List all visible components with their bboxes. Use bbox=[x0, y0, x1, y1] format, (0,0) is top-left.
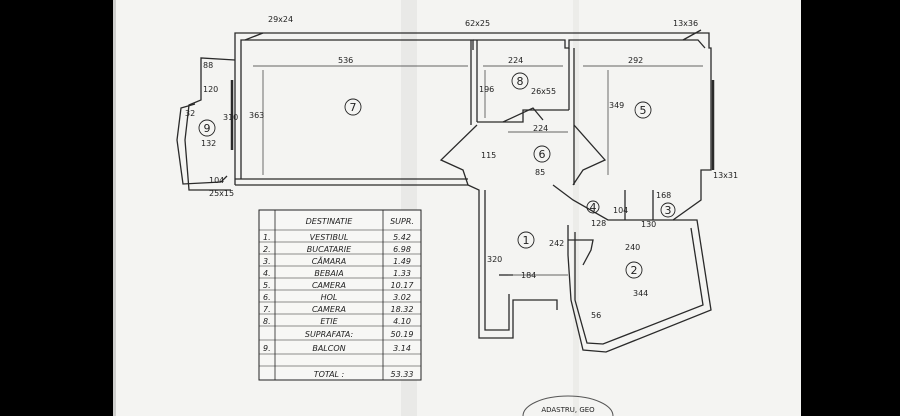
legend-row-name: HOL bbox=[321, 293, 338, 302]
legend-table: DESTINATIE SUPR. 1. VESTIBUL 5.42 2. BUC… bbox=[258, 209, 422, 381]
dim-13x31: 13x31 bbox=[713, 171, 738, 180]
legend-row-no: 2. bbox=[263, 245, 271, 254]
dim-310: 310 bbox=[223, 113, 238, 122]
room-9-marker bbox=[198, 119, 216, 137]
room-2-marker bbox=[625, 261, 643, 279]
legend-row-area: 6.98 bbox=[393, 245, 411, 254]
dim-196: 196 bbox=[479, 85, 494, 94]
legend-total-label: TOTAL : bbox=[314, 370, 345, 379]
dim-363: 363 bbox=[249, 111, 264, 120]
legend-row-no: 4. bbox=[263, 269, 271, 278]
dim-26x55: 26x55 bbox=[531, 87, 556, 96]
dim-88: 88 bbox=[203, 61, 213, 70]
dimension-lines bbox=[253, 65, 703, 276]
room-1-label: 1 bbox=[523, 234, 530, 247]
legend-row-name: ETIE bbox=[320, 317, 338, 326]
room-1-marker bbox=[517, 231, 535, 249]
legend-header-name: DESTINATIE bbox=[306, 217, 354, 226]
legend-row-no: 8. bbox=[263, 317, 271, 326]
dim-536: 536 bbox=[338, 56, 353, 65]
room-number-markers: 7 8 5 6 9 1 2 3 4 bbox=[198, 72, 676, 279]
room-9-label: 9 bbox=[204, 122, 211, 135]
dim-104: 104 bbox=[209, 176, 224, 185]
stamp-text: ADASTRU, GEO bbox=[541, 406, 595, 414]
dim-13x36: 13x36 bbox=[673, 19, 698, 28]
legend-row-area: 10.17 bbox=[391, 281, 415, 290]
legend-row-no: 7. bbox=[263, 305, 271, 314]
legend-row-area: 1.33 bbox=[393, 269, 411, 278]
room-4-marker bbox=[586, 200, 600, 214]
dim-62x25: 62x25 bbox=[465, 19, 490, 28]
dim-120: 120 bbox=[203, 85, 218, 94]
legend-frame bbox=[258, 209, 422, 381]
legend-header-area: SUPR. bbox=[390, 217, 414, 226]
dim-184: 184 bbox=[521, 271, 536, 280]
dim-25x15: 25x15 bbox=[209, 189, 234, 198]
legend-row-no: 9. bbox=[263, 344, 271, 353]
dim-224-mid: 224 bbox=[533, 124, 548, 133]
room-5-marker bbox=[634, 101, 652, 119]
dimension-labels: 29x24 62x25 13x36 536 224 292 88 120 32 … bbox=[185, 15, 738, 320]
room-6-marker bbox=[533, 145, 551, 163]
legend-row-name: CAMERA bbox=[312, 305, 346, 314]
scanned-floor-plan-sheet: 7 8 5 6 9 1 2 3 4 29x24 62x25 13x36 536 … bbox=[113, 0, 801, 416]
dim-349: 349 bbox=[609, 101, 624, 110]
room-4-label: 4 bbox=[590, 201, 597, 214]
legend-row-no: 5. bbox=[263, 281, 271, 290]
room-5-label: 5 bbox=[640, 104, 647, 117]
dim-344: 344 bbox=[633, 289, 648, 298]
legend-row-no: 3. bbox=[263, 257, 271, 266]
scan-streak bbox=[573, 0, 579, 416]
dim-115: 115 bbox=[481, 151, 496, 160]
dim-29x24: 29x24 bbox=[268, 15, 293, 24]
scan-edge bbox=[113, 0, 116, 416]
legend-row-no: 1. bbox=[263, 233, 271, 242]
room-3-marker bbox=[660, 202, 676, 218]
dim-32: 32 bbox=[185, 109, 195, 118]
legend-row-name: BALCON bbox=[312, 344, 345, 353]
room-2-label: 2 bbox=[631, 264, 638, 277]
legend-row-area: 4.10 bbox=[393, 317, 411, 326]
dim-132: 132 bbox=[201, 139, 216, 148]
room-8-label: 8 bbox=[517, 75, 524, 88]
legend-row-name: BEBAIA bbox=[314, 269, 343, 278]
dim-85: 85 bbox=[535, 168, 545, 177]
dim-168: 168 bbox=[656, 191, 671, 200]
dim-224-top: 224 bbox=[508, 56, 523, 65]
cadastre-stamp: ADASTRU, GEO bbox=[522, 395, 614, 416]
room-7-label: 7 bbox=[350, 101, 357, 114]
dim-130: 130 bbox=[641, 220, 656, 229]
legend-row-name: CAMERA bbox=[312, 281, 346, 290]
legend-row-name: CĂMARA bbox=[312, 255, 346, 266]
dim-104-small: 104 bbox=[613, 206, 628, 215]
legend-row-area: 3.14 bbox=[393, 344, 411, 353]
room-8-marker bbox=[511, 72, 529, 90]
room-6-label: 6 bbox=[539, 148, 546, 161]
dim-320: 320 bbox=[487, 255, 502, 264]
legend-row-area: 18.32 bbox=[391, 305, 414, 314]
legend-row-area: 5.42 bbox=[393, 233, 411, 242]
legend-row-area: 1.49 bbox=[393, 257, 411, 266]
legend-row-area: 3.02 bbox=[393, 293, 411, 302]
dim-128: 128 bbox=[591, 219, 606, 228]
legend-row-name: VESTIBUL bbox=[310, 233, 349, 242]
dim-242: 242 bbox=[549, 239, 564, 248]
dim-292: 292 bbox=[628, 56, 643, 65]
wall-lines bbox=[176, 29, 715, 353]
floor-plan-drawing: 7 8 5 6 9 1 2 3 4 29x24 62x25 13x36 536 … bbox=[113, 0, 738, 416]
legend-row-name: BUCATARIE bbox=[307, 245, 352, 254]
legend-total-area: 53.33 bbox=[391, 370, 414, 379]
legend-subtotal-label: SUPRAFATA: bbox=[305, 330, 354, 339]
room-7-marker bbox=[344, 98, 362, 116]
legend-subtotal-area: 50.19 bbox=[391, 330, 414, 339]
room-3-label: 3 bbox=[665, 204, 672, 217]
dim-240: 240 bbox=[625, 243, 640, 252]
legend-row-no: 6. bbox=[263, 293, 271, 302]
dim-56: 56 bbox=[591, 311, 601, 320]
